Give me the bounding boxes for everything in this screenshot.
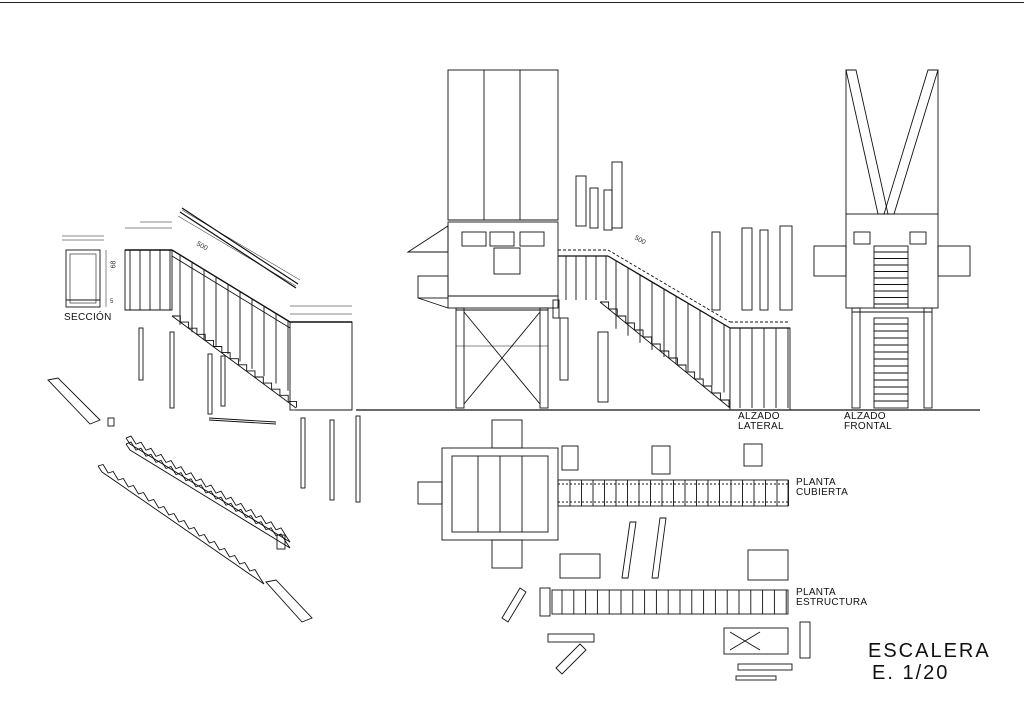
drawing-title: ESCALERA <box>868 640 991 662</box>
label-alzado-lateral-1: ALZADO <box>738 411 780 422</box>
seccion-drawing <box>62 207 353 411</box>
exploded-stringers <box>47 377 313 623</box>
label-alzado-frontal-2: FRONTAL <box>844 421 893 432</box>
alzado-lateral-drawing <box>406 69 793 411</box>
alzado-frontal-drawing <box>813 69 971 409</box>
drawing-scale: E. 1/20 <box>872 662 950 684</box>
planta-cubierta-drawing <box>417 419 789 569</box>
dim-68: 68 <box>110 260 118 269</box>
label-planta-cubierta-1: PLANTA <box>796 477 836 488</box>
label-alzado-frontal-1: ALZADO <box>844 411 886 422</box>
sheet-top-border <box>0 2 1024 3</box>
label-planta-cubierta-2: CUBIERTA <box>796 487 849 498</box>
label-planta-estructura-2: ESTRUCTURA <box>796 597 868 608</box>
seccion-exploded-posts <box>138 327 361 503</box>
label-seccion: SECCIÓN <box>64 312 112 323</box>
label-planta-estructura-1: PLANTA <box>796 587 836 598</box>
label-alzado-lateral-2: LATERAL <box>738 421 784 432</box>
dim-5: 5 <box>110 299 114 305</box>
planta-estructura-drawing <box>501 517 811 681</box>
